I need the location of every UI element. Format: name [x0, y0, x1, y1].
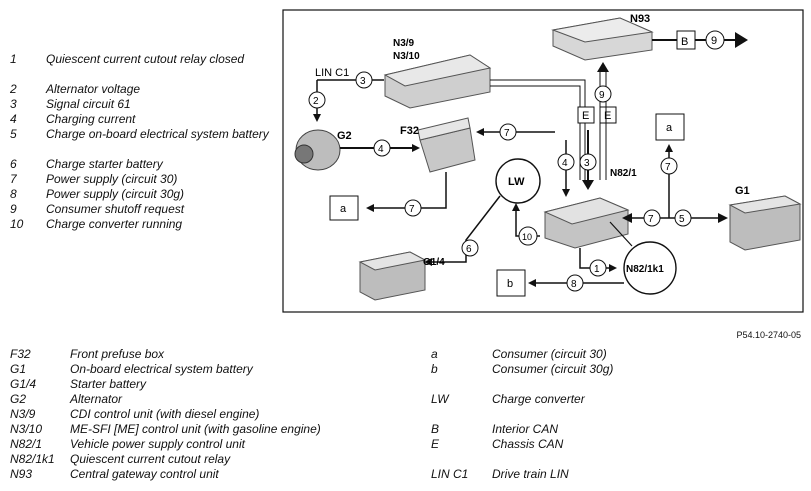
consumer-b-box — [496, 269, 526, 297]
legend-num: 2 — [10, 82, 17, 96]
key-code: G2 — [10, 392, 27, 406]
consumer-a-label-right: a — [666, 122, 673, 134]
legend-num: 7 — [10, 172, 17, 186]
diagram-frame — [282, 9, 804, 313]
legend-num: 4 — [10, 112, 17, 126]
consumer-a-label-left: a — [340, 203, 347, 215]
svg-text:3: 3 — [360, 76, 366, 87]
key-code: LW — [431, 392, 449, 406]
g14-label: G1/4 — [423, 257, 445, 268]
key-desc: CDI control unit (with diesel engine) — [70, 407, 260, 421]
legend-text: Consumer shutoff request — [46, 202, 185, 216]
svg-text:4: 4 — [562, 158, 568, 169]
can-b-box — [676, 30, 696, 50]
key-desc: Interior CAN — [492, 422, 559, 436]
legend-text: Power supply (circuit 30g) — [46, 187, 185, 201]
consumer-a-box-right — [655, 113, 685, 141]
legend-num: 8 — [10, 187, 17, 201]
n39-label: N3/9 — [393, 38, 415, 49]
key-code: N93 — [10, 467, 33, 481]
svg-text:7: 7 — [665, 162, 671, 173]
svg-text:10: 10 — [522, 232, 532, 242]
ecu-unit: N3/9 N3/10 — [383, 38, 492, 109]
key-code: N3/9 — [10, 407, 36, 421]
can-b-label: B — [681, 36, 688, 48]
g2-alternator: G2 — [294, 129, 352, 171]
g2-label: G2 — [337, 130, 352, 142]
n310-label: N3/10 — [393, 51, 420, 62]
can-e-label-2: E — [604, 110, 611, 122]
key-desc: On-board electrical system battery — [70, 362, 253, 376]
legend-text: Quiescent current cutout relay closed — [46, 52, 245, 66]
key-desc: Vehicle power supply control unit — [70, 437, 245, 451]
consumer-b-label: b — [507, 278, 513, 290]
key-desc: Quiescent current cutout relay — [70, 452, 231, 466]
svg-text:9: 9 — [599, 90, 605, 101]
key-desc: Alternator — [70, 392, 123, 406]
key-desc: Drive train LIN — [492, 467, 569, 481]
legend-text: Power supply (circuit 30) — [46, 172, 178, 186]
key-code: B — [431, 422, 440, 436]
svg-text:7: 7 — [504, 128, 510, 139]
key-code: b — [431, 362, 438, 376]
svg-text:7: 7 — [409, 204, 415, 215]
reference-code: P54.10-2740-05 — [736, 330, 801, 340]
key-code: N3/10 — [10, 422, 43, 436]
key-desc: Charge converter — [492, 392, 585, 406]
key-code: G1/4 — [10, 377, 37, 391]
key-code: a — [431, 347, 438, 361]
svg-text:8: 8 — [571, 279, 577, 290]
can-e-label-1: E — [582, 110, 589, 122]
key-code: G1 — [10, 362, 27, 376]
key-code: N82/1k1 — [10, 452, 55, 466]
linc1-label: LIN C1 — [315, 67, 349, 79]
key-desc: ME-SFI [ME] control unit (with gasoline … — [70, 422, 321, 436]
n821k1-relay — [623, 241, 677, 295]
legend-text: Signal circuit 61 — [46, 97, 131, 111]
svg-text:6: 6 — [466, 244, 472, 255]
legend-text: Alternator voltage — [46, 82, 141, 96]
consumer-a-box-left — [329, 195, 359, 221]
g1-label: G1 — [735, 185, 750, 197]
f32-prefuse-box: F32 — [400, 117, 476, 173]
key-code: E — [431, 437, 440, 451]
lw-label: LW — [508, 176, 525, 188]
n82-1-control-unit: N82/1 — [543, 168, 637, 249]
legend-num: 6 — [10, 157, 17, 171]
n93-gateway-unit: N93 — [551, 13, 654, 61]
key-desc: Starter battery — [70, 377, 147, 391]
g1-onboard-battery: G1 — [728, 185, 802, 251]
n821-label: N82/1 — [610, 168, 637, 179]
legend-num: 3 — [10, 97, 17, 111]
svg-text:7: 7 — [648, 214, 654, 225]
n821k1-label: N82/1k1 — [626, 264, 664, 275]
legend-num: 10 — [10, 217, 24, 231]
svg-text:3: 3 — [584, 158, 590, 169]
legend-text: Charge starter battery — [46, 157, 163, 171]
legend-num: 5 — [10, 127, 17, 141]
legend-num: 9 — [10, 202, 17, 216]
n93-label: N93 — [630, 13, 650, 25]
key-desc: Consumer (circuit 30g) — [492, 362, 614, 376]
svg-text:4: 4 — [378, 144, 384, 155]
key-code: N82/1 — [10, 437, 43, 451]
key-desc: Central gateway control unit — [70, 467, 219, 481]
key-desc: Consumer (circuit 30) — [492, 347, 607, 361]
signal-9-circle — [705, 30, 725, 50]
svg-text:1: 1 — [594, 264, 600, 275]
g14-starter-battery: G1/4 — [358, 251, 445, 301]
legend-num: 1 — [10, 52, 17, 66]
legend-text: Charging current — [46, 112, 136, 126]
f32-label: F32 — [400, 125, 419, 137]
svg-text:5: 5 — [679, 214, 685, 225]
key-desc: Chassis CAN — [492, 437, 564, 451]
key-code: LIN C1 — [431, 467, 469, 481]
signal-9-text: 9 — [711, 35, 717, 47]
svg-text:2: 2 — [313, 96, 319, 107]
legend-text: Charge converter running — [46, 217, 183, 231]
legend-text: Charge on-board electrical system batter… — [46, 127, 269, 141]
key-code: F32 — [10, 347, 31, 361]
key-desc: Front prefuse box — [70, 347, 165, 361]
